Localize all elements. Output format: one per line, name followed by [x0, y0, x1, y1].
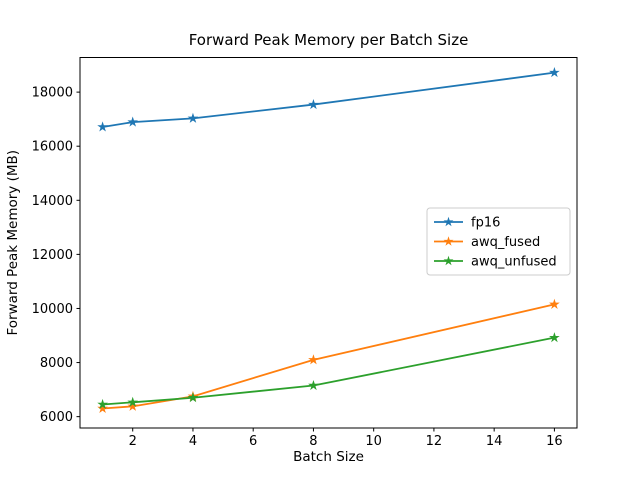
series-fp16	[97, 67, 560, 132]
x-tick-label: 10	[365, 434, 382, 449]
legend-label: awq_fused	[471, 235, 540, 250]
x-tick-label: 14	[486, 434, 503, 449]
data-point-awq_unfused	[549, 332, 560, 343]
y-axis-label: Forward Peak Memory (MB)	[5, 150, 21, 336]
legend-entry-awq_unfused: awq_unfused	[434, 255, 557, 270]
chart-title: Forward Peak Memory per Batch Size	[189, 31, 469, 49]
data-point-awq_unfused	[308, 379, 319, 391]
legend-box	[426, 207, 571, 276]
data-point-awq_unfused	[97, 398, 108, 409]
y-tick-label: 6000	[40, 410, 73, 425]
data-point-fp16	[97, 121, 108, 132]
data-point-awq_fused	[97, 402, 108, 414]
x-tick-label: 8	[309, 434, 317, 449]
data-point-fp16	[127, 116, 139, 127]
legend-star-marker	[443, 216, 454, 227]
x-axis-label: Batch Size	[293, 449, 364, 465]
x-tick-label: 2	[129, 434, 137, 449]
legend-star-marker	[443, 255, 454, 266]
x-tick-label: 6	[249, 434, 257, 449]
y-tick-label: 10000	[32, 302, 73, 317]
y-tick-label: 14000	[32, 194, 73, 209]
x-axis: 2 4 6 8 10 12 14 16	[129, 428, 563, 449]
x-tick-label: 4	[189, 434, 197, 449]
y-tick-label: 8000	[40, 356, 73, 371]
data-point-awq_unfused	[127, 396, 139, 407]
data-point-awq_fused	[127, 400, 139, 411]
data-point-awq_fused	[549, 298, 560, 309]
x-tick-label: 12	[426, 434, 443, 449]
legend-label: fp16	[471, 216, 500, 231]
legend: fp16 awq_fused awq_unfused	[426, 207, 571, 276]
y-axis: 6000 8000 10000 12000 14000 16000 18000	[32, 86, 80, 425]
plot-area-border	[79, 57, 578, 429]
legend-entry-awq_fused: awq_fused	[434, 235, 540, 250]
data-point-awq_fused	[308, 354, 319, 365]
data-point-fp16	[308, 98, 319, 110]
data-point-fp16	[187, 112, 199, 123]
y-tick-label: 12000	[32, 248, 73, 263]
series-awq_unfused	[97, 332, 560, 409]
y-tick-label: 16000	[32, 140, 73, 155]
legend-label: awq_unfused	[471, 255, 557, 270]
data-point-awq_unfused	[187, 392, 199, 403]
legend-star-marker	[443, 236, 454, 246]
legend-entry-fp16: fp16	[434, 216, 500, 231]
data-point-fp16	[549, 67, 560, 78]
y-tick-label: 18000	[32, 86, 73, 101]
x-tick-label: 16	[546, 434, 563, 449]
